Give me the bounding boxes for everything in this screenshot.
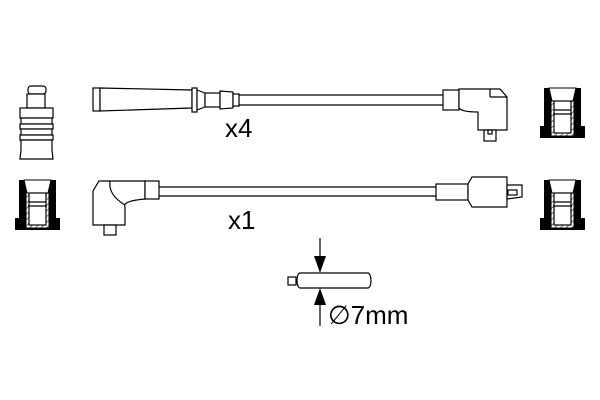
quantity-label-top: x4 <box>225 113 252 143</box>
spark-plug-cable <box>92 87 508 142</box>
diameter-label: ∅7mm <box>328 300 408 330</box>
quantity-label-bottom: x1 <box>228 205 255 235</box>
distributor-nipple-bottom-right <box>539 179 586 231</box>
distributor-nipple-left <box>14 179 61 231</box>
spark-plug-terminal <box>19 85 54 160</box>
cable-diameter-indicator <box>287 238 372 326</box>
ignition-coil-cable <box>92 176 523 236</box>
distributor-nipple-top-right <box>539 87 586 139</box>
